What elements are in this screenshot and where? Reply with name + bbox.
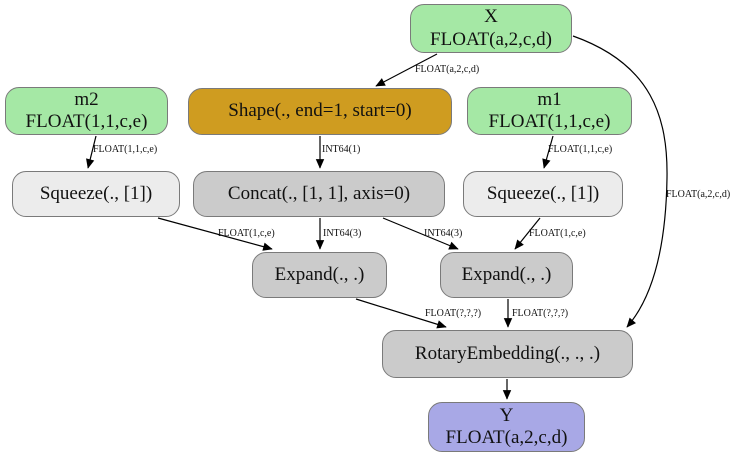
node-op-expand-left-label: Expand(., .) [274,263,365,285]
edge-squeeze-right-to-expand-right [514,217,541,250]
node-initializer-m1: m1 FLOAT(1,1,c,e) [467,87,632,135]
edge-label-expand-left-to-rotary: FLOAT(?,?,?) [425,308,481,319]
node-input-x-dtype: FLOAT(a,2,c,d) [430,28,552,50]
node-input-x-name: X [484,6,498,28]
node-op-expand-left: Expand(., .) [252,252,387,298]
edge-label-concat-to-expand-right: INT64(3) [424,228,462,239]
node-initializer-m2-name: m2 [74,88,99,110]
node-op-rotary-embedding: RotaryEmbedding(., ., .) [382,330,633,378]
edge-concat-to-expand-right [382,217,459,250]
node-op-squeeze-right: Squeeze(., [1]) [463,171,623,217]
node-op-concat: Concat(., [1, 1], axis=0) [193,171,445,217]
node-op-squeeze-left-label: Squeeze(., [1]) [39,182,153,204]
edge-expand-left-to-rotary [355,298,447,329]
edge-label-squeeze-right-to-expand-right: FLOAT(1,c,e) [529,228,586,239]
edge-label-squeeze-left-to-expand-left: FLOAT(1,c,e) [218,228,275,239]
node-initializer-m2: m2 FLOAT(1,1,c,e) [5,87,168,135]
node-op-shape-label: Shape(., end=1, start=0) [228,100,412,122]
edge-label-x-to-rotary: FLOAT(a,2,c,d) [666,189,730,200]
node-output-y-name: Y [499,404,514,426]
node-op-expand-right-label: Expand(., .) [461,263,552,285]
edge-label-concat-to-expand-left: INT64(3) [323,228,361,239]
node-input-x: X FLOAT(a,2,c,d) [410,4,572,53]
edge-x-to-shape [375,53,438,87]
edge-squeeze-left-to-expand-left [157,217,273,251]
node-output-y-dtype: FLOAT(a,2,c,d) [445,427,568,448]
edge-label-m2-to-squeeze-left: FLOAT(1,1,c,e) [93,144,157,155]
node-op-rotary-embedding-label: RotaryEmbedding(., ., .) [414,342,601,364]
edge-label-expand-right-to-rotary: FLOAT(?,?,?) [512,308,568,319]
edge-m1-to-squeeze-right [542,135,554,169]
node-op-squeeze-left: Squeeze(., [1]) [12,171,180,217]
node-output-y: Y FLOAT(a,2,c,d) [428,402,585,452]
node-op-expand-right: Expand(., .) [440,252,573,298]
node-initializer-m1-dtype: FLOAT(1,1,c,e) [488,111,611,132]
node-op-concat-label: Concat(., [1, 1], axis=0) [227,182,411,204]
edge-label-x-to-shape: FLOAT(a,2,c,d) [415,64,479,75]
node-initializer-m1-name: m1 [537,88,562,110]
edge-label-m1-to-squeeze-right: FLOAT(1,1,c,e) [548,144,612,155]
edge-m2-to-squeeze-left [86,135,97,169]
node-op-shape: Shape(., end=1, start=0) [188,88,452,135]
edge-label-shape-to-concat: INT64(1) [322,144,360,155]
node-initializer-m2-dtype: FLOAT(1,1,c,e) [25,111,148,132]
node-op-squeeze-right-label: Squeeze(., [1]) [486,182,600,204]
